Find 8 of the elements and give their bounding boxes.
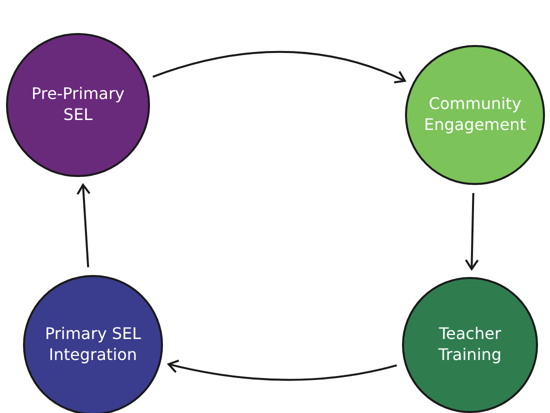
arrow bbox=[464, 192, 479, 270]
curved-arrow bbox=[152, 50, 406, 84]
curved-arrow bbox=[168, 359, 398, 381]
node-label: Community Engagement bbox=[422, 94, 528, 136]
node-label: Pre-Primary SEL bbox=[30, 84, 126, 126]
arrow bbox=[76, 184, 91, 268]
node-label: Teacher Training bbox=[437, 324, 503, 366]
node-label: Primary SEL Integration bbox=[44, 324, 142, 366]
